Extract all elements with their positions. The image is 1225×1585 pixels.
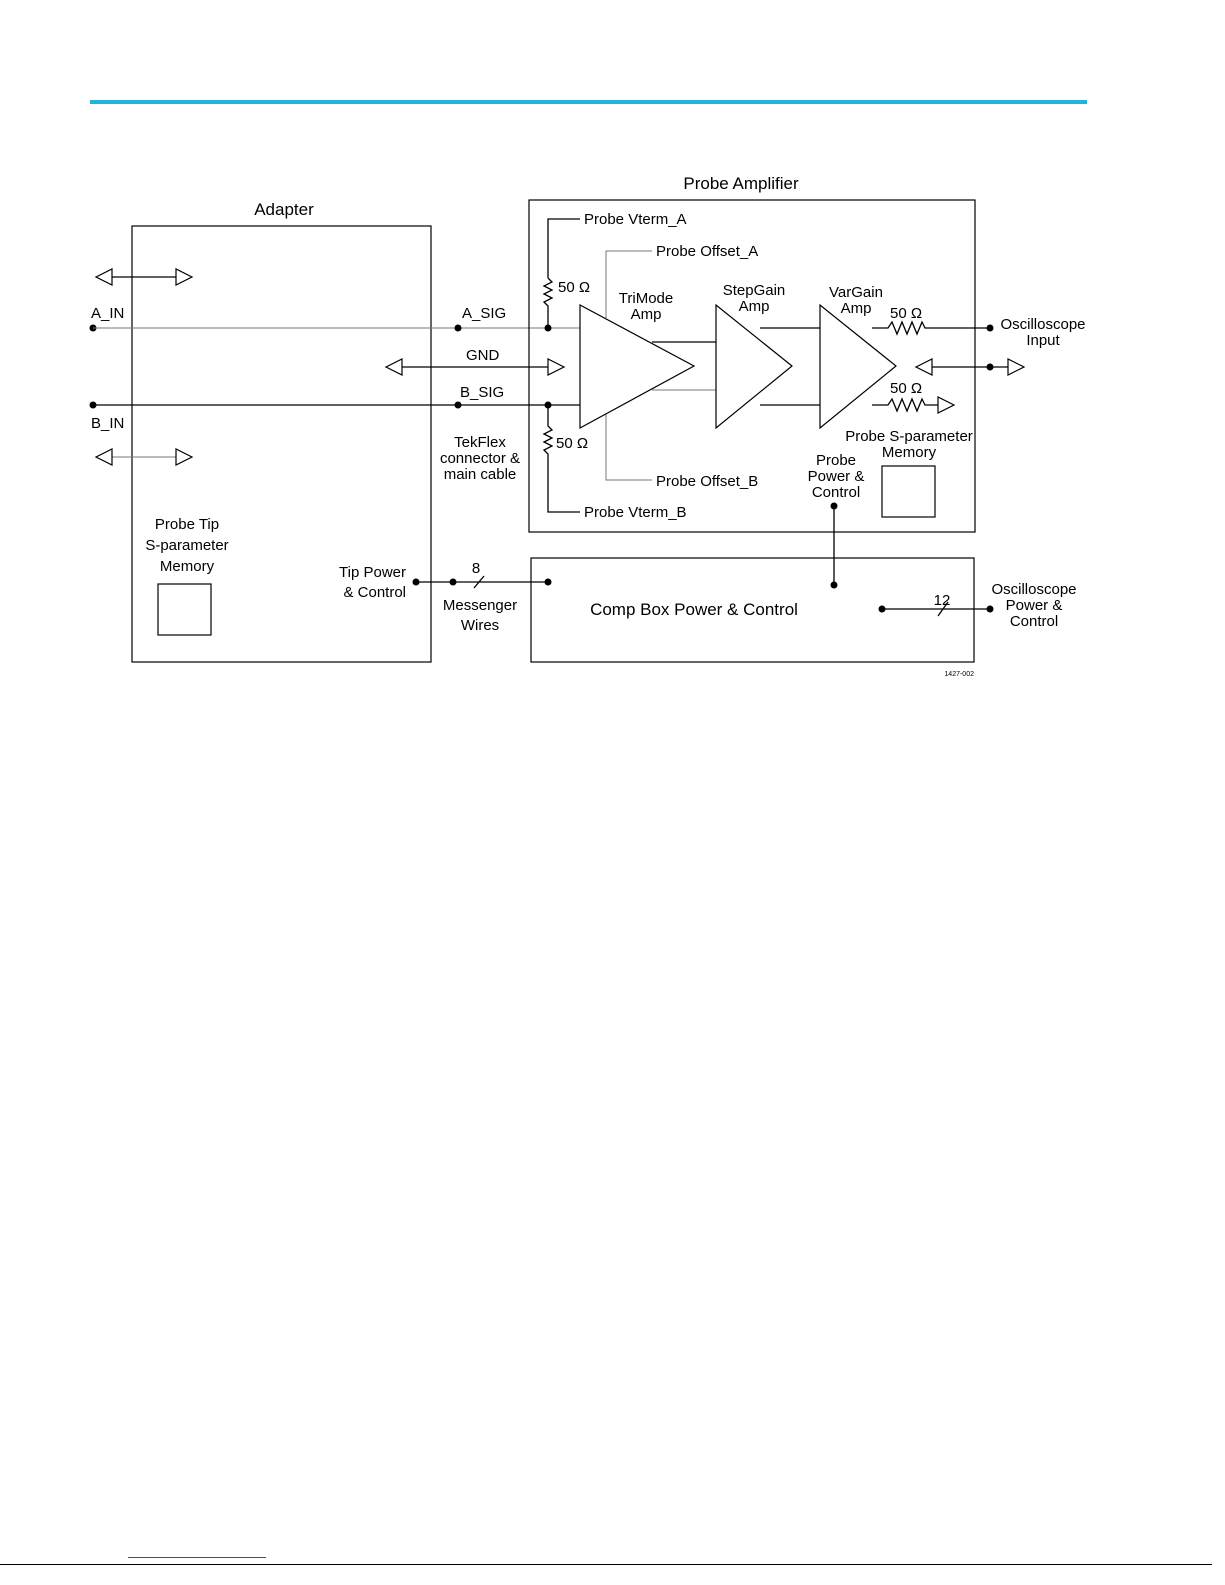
gnd-label: GND bbox=[466, 347, 500, 364]
scope-power-label-2: Power & bbox=[1006, 597, 1063, 614]
tip-memory-box bbox=[157, 583, 212, 636]
adapter-box bbox=[131, 225, 432, 663]
probe-memory-box bbox=[881, 465, 936, 518]
resistor-b-label: 50 Ω bbox=[556, 435, 588, 452]
offset-b-wire bbox=[605, 414, 652, 481]
scope-power-bus-slash bbox=[937, 601, 949, 617]
scope-input-label-1: Oscilloscope bbox=[1000, 316, 1085, 333]
gnd-bidir-arrow bbox=[384, 358, 566, 376]
comp-box-title: Comp Box Power & Control bbox=[590, 600, 798, 619]
vterm-a-wire bbox=[547, 218, 580, 278]
a-term-node bbox=[544, 324, 552, 332]
tekflex-label-1: TekFlex bbox=[454, 434, 506, 451]
comp-box bbox=[530, 557, 975, 663]
offset-a-wire bbox=[605, 250, 652, 318]
stepgain-amp bbox=[715, 303, 793, 430]
tekflex-label-3: main cable bbox=[444, 466, 517, 483]
comp-box-power-node bbox=[830, 581, 838, 589]
probe-amplifier-box bbox=[528, 199, 976, 533]
footer-link-underline[interactable] bbox=[128, 1557, 266, 1558]
trimode-label-2: Amp bbox=[631, 306, 662, 323]
messenger-mid-node bbox=[449, 578, 457, 586]
vargain-amp bbox=[819, 303, 897, 430]
stepgain-label-2: Amp bbox=[739, 298, 770, 315]
figure-id: 1427-002 bbox=[944, 671, 974, 678]
footer-rule bbox=[0, 1564, 1212, 1565]
header-rule bbox=[90, 100, 1087, 104]
vargain-label-1: VarGain bbox=[829, 284, 883, 301]
trimode-label-1: TriMode bbox=[619, 290, 673, 307]
a-in-label: A_IN bbox=[91, 305, 124, 322]
probe-power-label-1: Probe bbox=[816, 452, 856, 469]
messenger-count: 8 bbox=[472, 560, 480, 577]
output-resistor-1 bbox=[872, 320, 990, 336]
output-resistor-2 bbox=[872, 397, 938, 413]
adapter-bottom-bidir-arrow bbox=[94, 448, 194, 466]
output-gnd-bidir-arrow bbox=[914, 358, 1026, 376]
messenger-label-1: Messenger bbox=[443, 597, 517, 614]
tekflex-label-2: connector & bbox=[440, 450, 520, 467]
tip-power-label-1: Tip Power bbox=[339, 564, 406, 581]
scope-input-node bbox=[986, 324, 994, 332]
output-resistor-1-label: 50 Ω bbox=[890, 305, 922, 322]
probe-memory-label-2: Memory bbox=[882, 444, 937, 461]
vterm-a-label: Probe Vterm_A bbox=[584, 211, 687, 228]
tip-memory-label-1: Probe Tip bbox=[155, 516, 219, 533]
messenger-label-2: Wires bbox=[461, 617, 499, 634]
resistor-b bbox=[542, 405, 580, 513]
stepgain-label-1: StepGain bbox=[723, 282, 786, 299]
offset-a-label: Probe Offset_A bbox=[656, 243, 758, 260]
b-sig-node bbox=[454, 401, 462, 409]
scope-power-label-1: Oscilloscope bbox=[991, 581, 1076, 598]
adapter-title: Adapter bbox=[254, 200, 314, 219]
resistor-a bbox=[542, 277, 554, 328]
tip-power-label-2: & Control bbox=[343, 584, 406, 601]
tip-memory-label-2: S-parameter bbox=[145, 537, 228, 554]
b-sig-label: B_SIG bbox=[460, 384, 504, 401]
vterm-b-label: Probe Vterm_B bbox=[584, 504, 687, 521]
messenger-bus-slash bbox=[473, 575, 485, 589]
tip-memory-label-3: Memory bbox=[160, 558, 215, 575]
vargain-label-2: Amp bbox=[841, 300, 872, 317]
scope-power-label-3: Control bbox=[1010, 613, 1058, 630]
scope-power-node bbox=[986, 605, 994, 613]
probe-amplifier-title: Probe Amplifier bbox=[683, 174, 799, 193]
probe-block-diagram: Adapter A_IN B_IN Probe Tip S-parameter … bbox=[89, 174, 1086, 678]
output-resistor-2-label: 50 Ω bbox=[890, 380, 922, 397]
adapter-top-bidir-arrow bbox=[94, 268, 194, 286]
a-sig-label: A_SIG bbox=[462, 305, 506, 322]
b-in-label: B_IN bbox=[91, 415, 124, 432]
output-2-arrow bbox=[937, 396, 956, 414]
scope-input-label-2: Input bbox=[1026, 332, 1060, 349]
probe-power-label-2: Power & bbox=[808, 468, 865, 485]
trimode-amp bbox=[579, 303, 696, 430]
comp-box-messenger-node bbox=[544, 578, 552, 586]
a-sig-node bbox=[454, 324, 462, 332]
offset-b-label: Probe Offset_B bbox=[656, 473, 758, 490]
resistor-a-label: 50 Ω bbox=[558, 279, 590, 296]
probe-power-label-3: Control bbox=[812, 484, 860, 501]
probe-memory-label-1: Probe S-parameter bbox=[845, 428, 973, 445]
bus-count: 12 bbox=[934, 592, 951, 609]
